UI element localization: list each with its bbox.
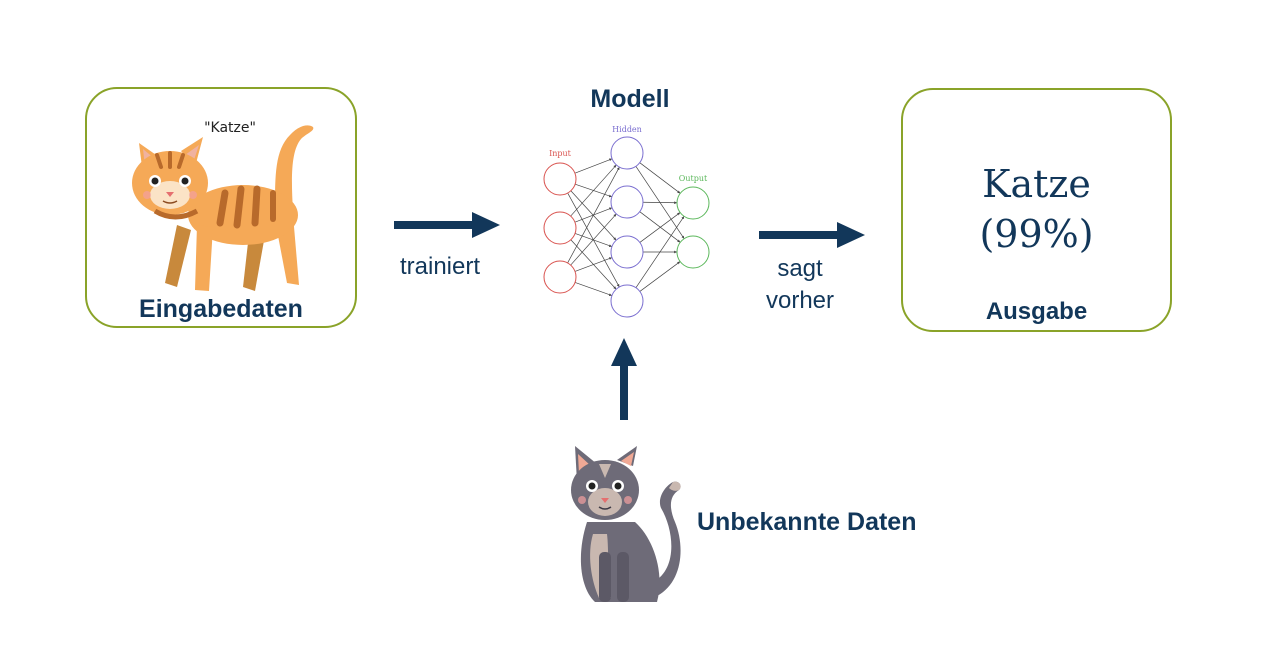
model-title: Modell xyxy=(590,85,670,113)
hidden-node xyxy=(610,235,644,269)
unknown-data-label: Unbekannte Daten xyxy=(697,508,917,536)
input-node xyxy=(543,211,577,245)
input-node xyxy=(543,162,577,196)
gray-cat-icon xyxy=(571,446,681,602)
train-label: trainiert xyxy=(399,253,481,280)
hidden-node xyxy=(610,136,644,170)
hidden-node xyxy=(610,185,644,219)
network-nodes xyxy=(543,136,710,318)
network-edge xyxy=(639,162,681,194)
network-edge xyxy=(639,211,681,243)
orange-cat-icon xyxy=(132,125,314,291)
output-box xyxy=(901,88,1172,332)
hidden-node xyxy=(610,284,644,318)
predict-label-line1: sagt xyxy=(777,255,823,282)
network-edge xyxy=(642,201,678,205)
input-data-label: Eingabedaten xyxy=(139,295,303,323)
result-probability: (99%) xyxy=(979,212,1094,256)
predict-arrow xyxy=(759,222,865,248)
output-label: Ausgabe xyxy=(985,298,1088,325)
network-edges xyxy=(567,158,685,296)
network-edge xyxy=(570,164,617,217)
network-edge xyxy=(635,216,685,288)
network-edge xyxy=(570,213,617,266)
network-edge xyxy=(639,212,681,243)
hidden-layer-label: Hidden xyxy=(612,125,642,134)
predict-label-line2: vorher xyxy=(765,287,835,314)
output-node xyxy=(676,235,710,269)
network-edge xyxy=(574,257,613,272)
output-layer-label: Output xyxy=(679,174,708,183)
input-node xyxy=(543,260,577,294)
network-edge xyxy=(639,261,681,292)
input-tag: "Katze" xyxy=(204,120,256,136)
network-edge xyxy=(574,282,613,296)
output-node xyxy=(676,186,710,220)
network-edge xyxy=(567,166,620,264)
train-arrow xyxy=(394,212,500,238)
network-edge xyxy=(574,158,613,174)
input-layer-label: Input xyxy=(549,149,572,158)
unknown-to-model-arrow xyxy=(611,338,637,420)
neural-network-diagram: Input Hidden Output xyxy=(543,125,710,318)
result-class: Katze xyxy=(982,162,1091,206)
